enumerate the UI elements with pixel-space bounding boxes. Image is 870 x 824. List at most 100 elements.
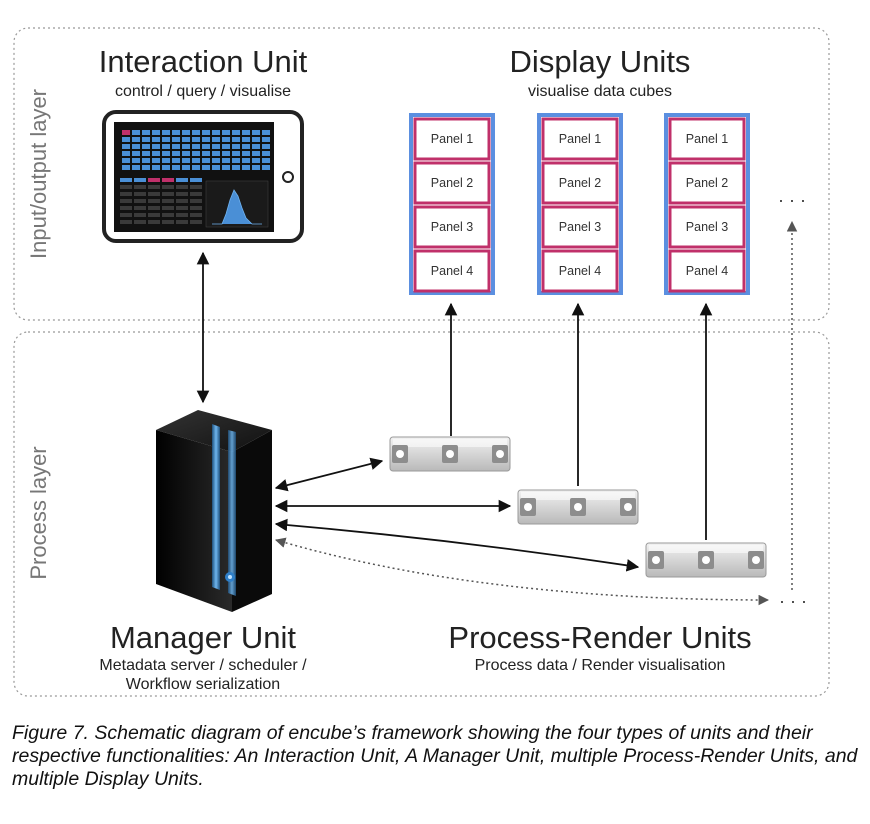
- tablet-cell: [182, 165, 190, 170]
- io-layer-box: [13, 27, 830, 321]
- panel-label: Panel 2: [559, 176, 601, 190]
- panel-3: [541, 205, 619, 249]
- tablet-icon: [102, 110, 304, 243]
- interaction-unit-subtitle: control / query / visualise: [115, 83, 291, 100]
- panel-label: Panel 2: [431, 176, 473, 190]
- display-units-more: · · ·: [778, 190, 806, 210]
- render-node-led: [446, 450, 454, 458]
- panel-label: Panel 4: [431, 264, 473, 278]
- tablet-cell: [122, 151, 130, 156]
- tablet-table-cell: [176, 199, 188, 203]
- tablet-cell: [242, 137, 250, 142]
- tablet-table-cell: [134, 192, 146, 196]
- tablet-table-cell: [190, 185, 202, 189]
- tablet-table-cell: [148, 178, 160, 182]
- tablet-cell: [192, 165, 200, 170]
- tablet-cell: [222, 144, 230, 149]
- panel-2: [413, 161, 491, 205]
- tablet-cell: [162, 165, 170, 170]
- tablet-cell: [212, 151, 220, 156]
- tablet-cell: [252, 137, 260, 142]
- tablet-cell: [202, 130, 210, 135]
- tablet-cell: [142, 158, 150, 163]
- tablet-cell: [262, 144, 270, 149]
- tablet-cell: [222, 151, 230, 156]
- panel-label: Panel 2: [686, 176, 728, 190]
- tablet-table-cell: [190, 178, 202, 182]
- process-layer-box: [13, 331, 830, 697]
- render-node-highlight: [393, 439, 507, 447]
- tablet-cell: [152, 158, 160, 163]
- tablet-cell: [162, 144, 170, 149]
- manager-unit-subtitle-line1: Metadata server / scheduler /: [99, 657, 307, 674]
- render-node-led: [396, 450, 404, 458]
- manager-unit-subtitle-line2: Workflow serialization: [126, 676, 280, 693]
- panel-label: Panel 1: [686, 132, 728, 146]
- tablet-cell: [142, 144, 150, 149]
- panel-1: [413, 117, 491, 161]
- tablet-table-cell: [134, 199, 146, 203]
- panel-label: Panel 3: [559, 220, 601, 234]
- tablet-table-cell: [162, 220, 174, 224]
- display-units-title: Display Units: [510, 44, 691, 79]
- tablet-cell: [222, 130, 230, 135]
- tablet-cell: [192, 158, 200, 163]
- process-render-unit-1: [389, 436, 511, 472]
- panel-1: [668, 117, 746, 161]
- tablet-cell: [232, 137, 240, 142]
- render-node-led: [652, 556, 660, 564]
- tablet-cell: [202, 144, 210, 149]
- panel-4: [413, 249, 491, 293]
- tablet-cell: [182, 130, 190, 135]
- tablet-cell: [162, 137, 170, 142]
- render-node-led: [702, 556, 710, 564]
- tablet-cell: [122, 144, 130, 149]
- tablet-table-cell: [190, 199, 202, 203]
- panel-3: [413, 205, 491, 249]
- tablet-cell: [172, 130, 180, 135]
- tablet-table-cell: [162, 178, 174, 182]
- panel-4: [668, 249, 746, 293]
- tablet-cell: [212, 137, 220, 142]
- tablet-cell: [252, 144, 260, 149]
- tablet-table-cell: [176, 213, 188, 217]
- tablet-cell: [202, 158, 210, 163]
- tablet-table-cell: [120, 192, 132, 196]
- render-node-highlight: [521, 492, 635, 500]
- tablet-cell: [192, 151, 200, 156]
- tablet-cell: [182, 137, 190, 142]
- tablet-table-cell: [162, 206, 174, 210]
- tablet-cell: [192, 130, 200, 135]
- tablet-cell: [132, 137, 140, 142]
- process-render-units-more: · · ·: [779, 591, 807, 611]
- panel-4: [541, 249, 619, 293]
- process-render-units-title: Process-Render Units: [448, 620, 751, 655]
- tablet-cell: [252, 165, 260, 170]
- tablet-cell: [162, 130, 170, 135]
- tablet-table-cell: [176, 220, 188, 224]
- tablet-cell: [122, 130, 130, 135]
- tablet-table-cell: [148, 185, 160, 189]
- tablet-cell: [172, 137, 180, 142]
- tablet-cell: [212, 144, 220, 149]
- tablet-table-cell: [134, 206, 146, 210]
- tablet-table-cell: [134, 220, 146, 224]
- tablet-table-cell: [148, 199, 160, 203]
- tablet-cell: [262, 151, 270, 156]
- tablet-cell: [242, 165, 250, 170]
- tablet-cell: [212, 165, 220, 170]
- render-node-led: [574, 503, 582, 511]
- tablet-cell: [222, 165, 230, 170]
- tablet-table-cell: [176, 192, 188, 196]
- tablet-cell: [232, 144, 240, 149]
- tablet-cell: [172, 151, 180, 156]
- tablet-cell: [212, 130, 220, 135]
- tablet-cell: [202, 151, 210, 156]
- tablet-table-cell: [120, 185, 132, 189]
- tablet-table-cell: [176, 185, 188, 189]
- panel-label: Panel 4: [559, 264, 601, 278]
